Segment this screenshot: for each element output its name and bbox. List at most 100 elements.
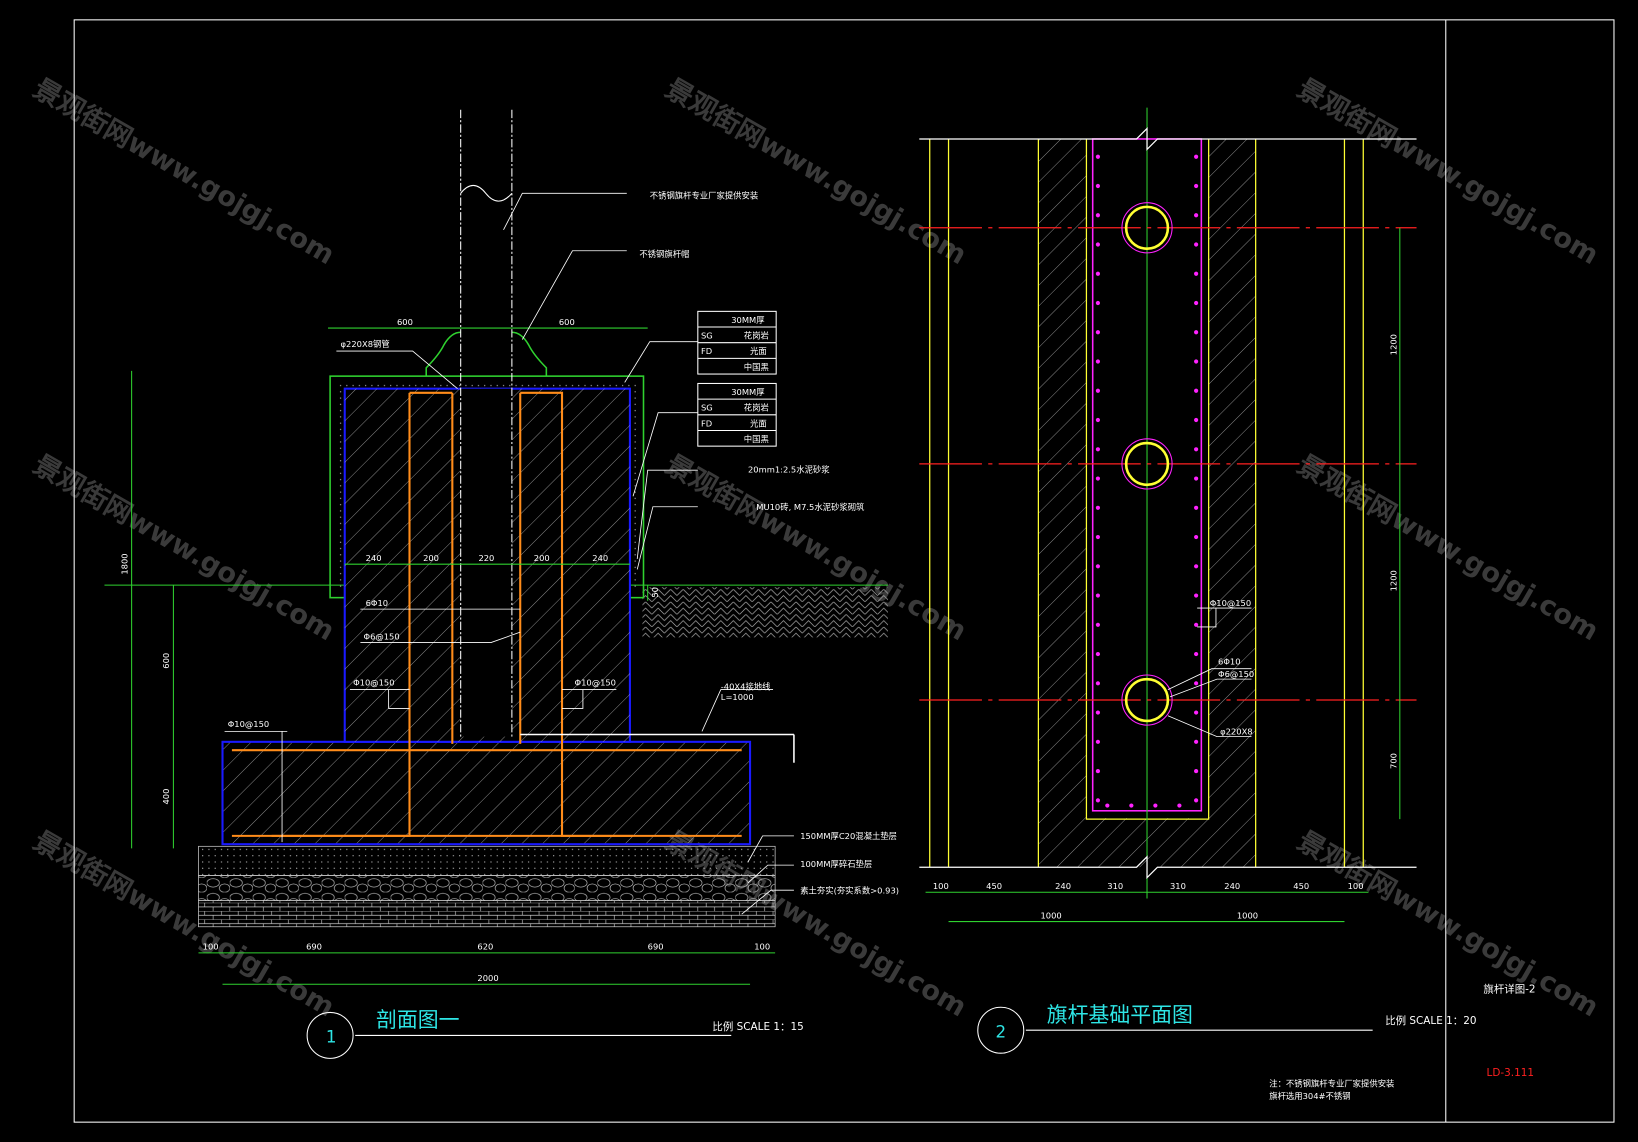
rebar-dot: [1095, 739, 1101, 744]
rebar-cage: [231, 391, 742, 837]
plan-dim-right: 700: [1389, 753, 1399, 769]
plan-callout-rebar-main: 6Φ10: [1218, 657, 1240, 667]
dim-bottom: 100: [203, 942, 219, 952]
callout-rebar-left: Φ10@150: [353, 677, 394, 687]
plan-dimensions: [925, 227, 1401, 923]
rebar-dot: [1194, 213, 1199, 218]
rebar-dot: [1194, 242, 1199, 247]
rebar-dot: [1095, 300, 1101, 306]
callout-ground-len: L=1000: [721, 692, 754, 702]
plan-dim-bottom: 240: [1055, 881, 1071, 891]
callout-pole: 不锈钢旗杆专业厂家提供安装: [650, 191, 759, 201]
dim-height-total: 1800: [119, 553, 129, 574]
plan-leaders: [1167, 607, 1252, 738]
rebar-dot: [1095, 183, 1101, 189]
watermark: 景观街网www.gojgj.com: [660, 73, 972, 271]
plan-drawing: Φ10@150 6Φ10 Φ6@150 φ220X8 100 450 240 3…: [919, 107, 1477, 1054]
dim-top-right: 600: [559, 317, 575, 327]
dim-inner: 200: [534, 553, 550, 563]
rebar-dot: [1194, 768, 1199, 774]
table-cell: FD: [701, 418, 712, 428]
ground-hatch: [642, 587, 888, 638]
plan-wall-right: [1208, 138, 1256, 868]
table-cell: 30MM厚: [731, 387, 764, 397]
plan-dim-bottom: 450: [986, 881, 1002, 891]
callout-soil: 素土夯实(夯实系数>0.93): [800, 885, 899, 895]
callout-pipe: φ220X8钢管: [341, 339, 390, 349]
dim-step: 50: [650, 587, 660, 598]
dim-inner: 240: [366, 553, 382, 563]
rebar-dot: [1095, 447, 1101, 452]
detail-number-circle: [306, 1011, 354, 1059]
plan-break-top: [919, 127, 1417, 151]
plan-break-bottom: [919, 855, 1417, 880]
rebar-dot: [1095, 417, 1101, 423]
dim-inner: 200: [423, 553, 439, 563]
table-cell: SG: [701, 331, 713, 341]
table-cell: FD: [701, 346, 712, 356]
section-dimensions: [131, 327, 776, 985]
rebar-dot: [1129, 803, 1134, 808]
drawing-frame: [73, 19, 1615, 1123]
plan-dim-bottom: 240: [1224, 881, 1240, 891]
note-line: 旗杆选用304#不锈钢: [1269, 1091, 1350, 1101]
callout-rebar-right: Φ10@150: [575, 677, 616, 687]
rebar-dot: [1095, 593, 1101, 598]
rebar-dot: [1095, 534, 1101, 540]
table-cell: 光面: [750, 346, 767, 356]
rebar-dot: [1095, 213, 1101, 218]
pole-sleeve: [460, 388, 512, 737]
callout-rebar-main: 6Φ10: [366, 598, 388, 608]
dim-height-pier: 600: [161, 653, 171, 669]
plan-rebar-dots: [1095, 154, 1199, 808]
detail-number-circle: [977, 1006, 1025, 1054]
callout-pole-cap: 不锈钢旗杆帽: [639, 249, 689, 259]
callout-concrete: 150MM厚C20混凝土垫层: [800, 831, 897, 841]
rebar-dot: [1095, 798, 1101, 803]
soil-layer: [198, 900, 776, 928]
finish-table: 30MM厚 SG 花岗岩 FD 光面 中国黑: [697, 382, 777, 447]
watermark: 景观街网www.gojgj.com: [1292, 73, 1604, 271]
rebar-dot: [1095, 271, 1101, 276]
rebar-dot: [1194, 651, 1199, 657]
rebar-dot: [1105, 803, 1110, 808]
plan-poles: [1121, 202, 1173, 726]
rebar-dot: [1095, 651, 1101, 657]
dim-bottom: 100: [754, 942, 770, 952]
callout-mortar: 20mm1:2.5水泥砂浆: [748, 464, 830, 474]
rebar-dot: [1194, 476, 1199, 481]
watermark: 景观街网www.gojgj.com: [1292, 826, 1604, 1024]
footing: [221, 740, 752, 846]
rebar-dot: [1194, 359, 1199, 364]
section-title: 剖面图一: [376, 1008, 460, 1032]
dim-bottom: 620: [477, 942, 493, 952]
rebar-dot: [1194, 300, 1199, 306]
plan-callout-stirrup: Φ6@150: [1218, 669, 1254, 679]
note-line: 注：不锈钢旗杆专业厂家提供安装: [1269, 1079, 1395, 1089]
callout-ground-wire: -40X4接地线: [721, 682, 771, 692]
plan-dim-bottom: 100: [933, 881, 949, 891]
rebar-dot: [1095, 330, 1101, 335]
rebar-dot: [1095, 476, 1101, 481]
plan-title: 旗杆基础平面图: [1047, 1003, 1193, 1027]
detail-number: 2: [996, 1022, 1007, 1042]
plan-callout-pipe: φ220X8: [1220, 727, 1252, 737]
sheet-name: 旗杆详图-2: [1483, 983, 1535, 996]
rebar-dot: [1153, 803, 1158, 808]
rebar-dot: [1194, 622, 1199, 627]
table-cell: 中国黑: [744, 434, 769, 444]
rebar-dot: [1194, 330, 1199, 335]
plan-dim-bottom: 310: [1170, 881, 1186, 891]
dim-bottom-total: 2000: [477, 973, 498, 983]
dim-top-left: 600: [397, 317, 413, 327]
rebar-dot: [1194, 505, 1199, 510]
dim-inner: 240: [592, 553, 608, 563]
rebar-dot: [1194, 798, 1199, 803]
rebar-dot: [1095, 388, 1101, 393]
rebar-dot: [1194, 447, 1199, 452]
plan-dim-total: 1000: [1237, 910, 1258, 920]
plan-dim-bottom: 100: [1348, 881, 1364, 891]
rebar-dot: [1095, 710, 1101, 715]
callout-gravel: 100MM厚碎石垫层: [800, 859, 872, 869]
dim-bottom: 690: [648, 942, 664, 952]
